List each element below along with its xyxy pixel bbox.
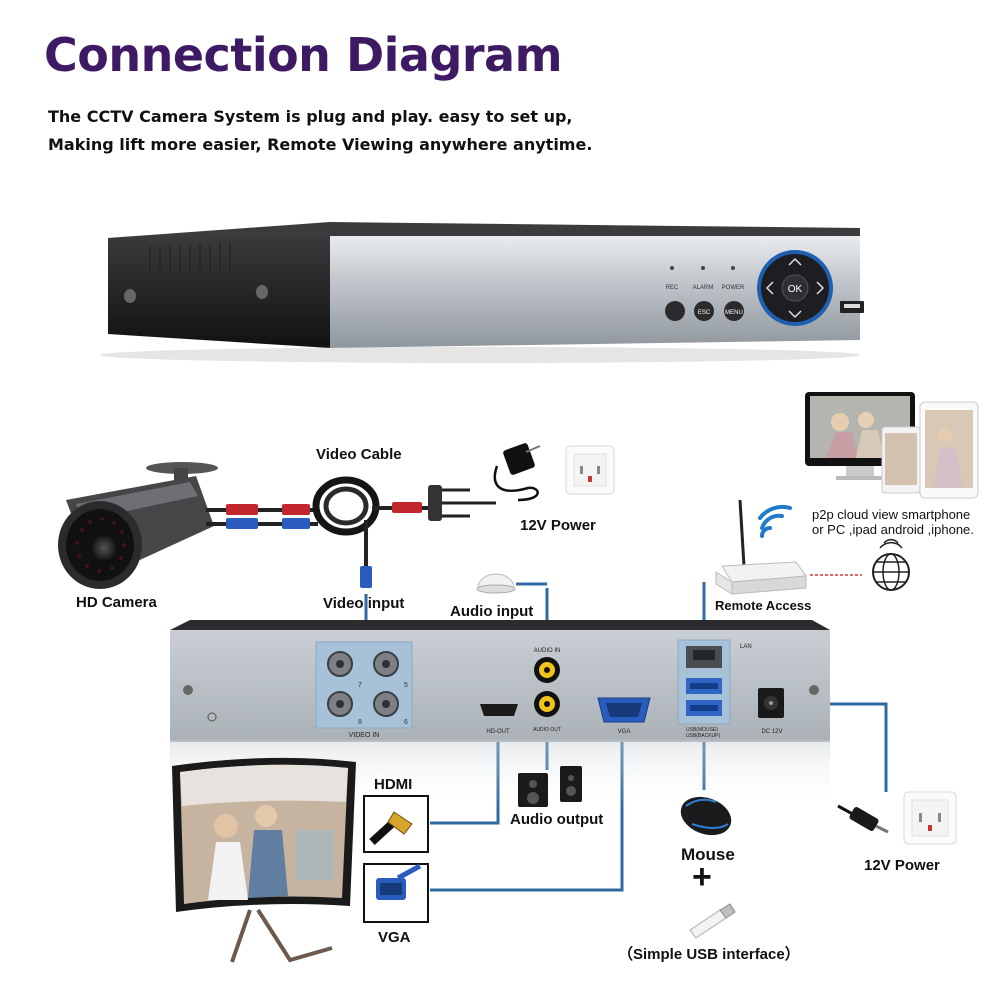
remote-devices — [805, 392, 979, 499]
globe-icon — [872, 538, 910, 591]
usb-stick — [689, 903, 736, 939]
label-12v-power-bottom: 12V Power — [864, 857, 940, 874]
page-title: Connection Diagram — [44, 28, 563, 82]
subtitle-line-1: The CCTV Camera System is plug and play.… — [48, 107, 573, 126]
label-audio-output: Audio output — [510, 811, 604, 828]
bnc-number-6: 6 — [404, 719, 408, 726]
label-remote-access: Remote Access — [715, 598, 812, 613]
audio-out-port-label: AUDIO OUT — [533, 727, 561, 733]
label-p2p-line-2: or PC ,ipad android ,iphone. — [812, 522, 974, 537]
page-subtitle: The CCTV Camera System is plug and play.… — [48, 103, 592, 159]
label-p2p: p2p cloud view smartphone or PC ,ipad an… — [812, 507, 974, 537]
power-adapter-bottom — [837, 804, 889, 834]
usb-mouse-port-label: USB(MOUSE) — [686, 727, 718, 733]
bnc-number-8: 8 — [358, 719, 362, 726]
dpad-control: OK — [757, 250, 833, 326]
vga-cable-icon — [363, 863, 429, 923]
wall-outlet-bottom — [903, 791, 957, 845]
vga-port-label: VGA — [618, 729, 631, 735]
speakers — [518, 766, 582, 807]
label-usb-interface: （Simple USB interface） — [618, 946, 800, 963]
label-video-input: Video input — [323, 595, 405, 612]
ok-label: OK — [788, 284, 803, 295]
hdmi-cable-icon — [363, 795, 429, 853]
label-hdmi: HDMI — [374, 776, 413, 793]
hdmi-port: HD-OUT — [480, 704, 518, 735]
bnc-number-7: 7 — [358, 682, 362, 689]
lan-port-label: LAN — [740, 644, 752, 650]
monitor — [172, 757, 356, 963]
led-label-alarm: ALARM — [693, 285, 714, 291]
dc-12v-port-label: DC 12V — [761, 729, 782, 735]
dvr-front-unit — [100, 222, 860, 363]
power-adapter-top — [493, 443, 541, 502]
label-audio-input: Audio input — [450, 603, 534, 620]
usb-port-front — [840, 301, 864, 313]
label-12v-power-top: 12V Power — [520, 517, 596, 534]
menu-button: MENU — [724, 301, 744, 321]
dc-power-port: DC 12V — [758, 688, 784, 735]
label-p2p-line-1: p2p cloud view smartphone — [812, 507, 971, 522]
audio-ports: AUDIO IN AUDIO OUT — [533, 648, 561, 733]
mouse — [680, 796, 732, 836]
esc-button: ESC — [694, 301, 714, 321]
hd-out-port-label: HD-OUT — [486, 729, 510, 735]
video-in-port-label: VIDEO IN — [349, 732, 380, 739]
led-label-power: POWER — [722, 285, 745, 291]
svg-text:MENU: MENU — [725, 310, 743, 316]
plus-sign: + — [692, 858, 712, 896]
subtitle-line-2: Making lift more easier, Remote Viewing … — [48, 135, 593, 154]
label-mouse: Mouse — [681, 845, 735, 864]
audio-input-mic — [476, 573, 516, 594]
audio-in-port-label: AUDIO IN — [534, 648, 561, 654]
label-video-cable: Video Cable — [316, 446, 402, 463]
video-in-bnc-ports: 7 5 8 6 VIDEO IN — [315, 641, 413, 739]
usb-backup-port-label: USB(BACKUP) — [686, 733, 721, 739]
vga-port: VGA — [597, 697, 651, 735]
lan-usb-ports: LAN USB(MOUSE) USB(BACKUP) — [677, 639, 752, 739]
wifi-icon — [758, 504, 792, 538]
svg-text:ESC: ESC — [698, 310, 711, 316]
video-cable — [206, 476, 496, 588]
wall-outlet-top — [565, 445, 615, 495]
label-vga: VGA — [378, 929, 411, 946]
hd-camera — [58, 462, 218, 589]
router — [715, 499, 807, 595]
label-hd-camera: HD Camera — [76, 594, 157, 611]
bnc-number-5: 5 — [404, 682, 408, 689]
led-label-rec: REC — [666, 285, 679, 291]
dvr-front-panel-controls: REC ALARM POWER ESC MENU OK — [665, 250, 864, 326]
